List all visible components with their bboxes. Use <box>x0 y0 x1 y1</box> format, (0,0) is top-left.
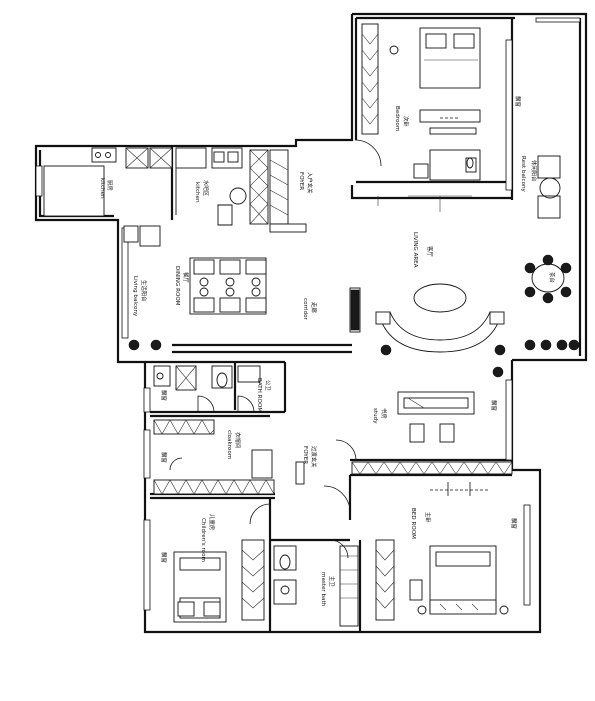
kitchen-label-cn: 厨房 <box>106 180 114 191</box>
dining-label-en: DINING ROOM <box>174 266 180 306</box>
tea-table-label: 茶台 <box>548 272 556 283</box>
living-label-en: LIVING AREA <box>412 232 418 268</box>
master-bed-fixtures <box>409 482 509 615</box>
master-bath-fixtures <box>273 539 395 627</box>
cloakroom-label-en: cloakroom <box>226 430 232 459</box>
rest-balcony-label-en: Rest balcony <box>520 156 526 193</box>
foyer-middle <box>295 439 357 513</box>
bath-label-cn: 公卫 <box>264 380 271 391</box>
living-label-cn: 客厅 <box>426 246 434 257</box>
bath-label-en: BATH ROOM <box>256 378 262 412</box>
living-balcony-fixtures <box>123 225 162 351</box>
bay-window-label: 飘窗 <box>160 552 168 563</box>
foyer-top-label-cn: 入户玄关 <box>306 172 314 194</box>
master-bed-label-en: BED ROOM <box>410 508 416 539</box>
study-label-cn: 书房 <box>380 408 388 419</box>
kitchen-fixtures <box>43 147 307 233</box>
bedroom-label-en: Bedroom <box>394 106 400 131</box>
corridor-label-en: corridor <box>302 298 308 321</box>
kitchen-label-en: kitchen <box>99 178 105 199</box>
rest-balcony-fixtures <box>524 155 580 351</box>
bedroom-ensuite <box>413 149 481 181</box>
children-room-label-en: Children's room <box>200 518 206 562</box>
bay-window-label: 飘窗 <box>510 518 518 529</box>
bedroom-fixtures <box>354 23 481 167</box>
corridor-label-cn: 走廊 <box>310 302 318 313</box>
bay-window-label: 飘窗 <box>160 452 168 463</box>
bay-window-label: 飘窗 <box>490 400 498 411</box>
cloakroom-fixtures <box>153 419 275 495</box>
rest-balcony-label-cn: 休闲阳台 <box>530 160 538 182</box>
bath-room-fixtures <box>153 365 261 413</box>
master-bath-label-cn: 主卫 <box>328 576 336 587</box>
foyer-mid-label-cn: 过渡玄关 <box>310 446 318 468</box>
study-fixtures <box>351 391 513 475</box>
interior-walls <box>145 146 512 632</box>
living-balcony-label-cn: 生活阳台 <box>140 280 148 302</box>
cloakroom-label-cn: 衣帽间 <box>234 432 242 448</box>
living-area-fixtures <box>349 195 506 378</box>
bar-label-cn: 水吧区 <box>202 180 210 197</box>
master-bed-label-cn: 主卧 <box>424 512 432 523</box>
bedroom-label-cn: 次卧 <box>402 116 410 127</box>
dining-label-cn: 餐厅 <box>182 272 190 283</box>
room-labels: 次卧 Bedroom 休闲阳台 Rest balcony 厨房 kitchen … <box>99 96 556 607</box>
dining-table <box>189 257 267 315</box>
foyer-top-label-en: FOYER <box>298 172 304 190</box>
living-balcony-label-en: Living balcony <box>132 276 138 317</box>
children-room-fixtures <box>173 503 271 623</box>
bay-window-label: 飘窗 <box>514 96 522 107</box>
bar-label-en: kitchen <box>194 182 200 203</box>
bay-window-label: 飘窗 <box>160 390 168 401</box>
children-room-label-cn: 儿童房 <box>208 514 216 530</box>
study-label-en: study <box>372 408 378 424</box>
foyer-mid-label-en: FOYER <box>302 446 308 464</box>
master-bath-label-en: master bath <box>320 572 326 607</box>
